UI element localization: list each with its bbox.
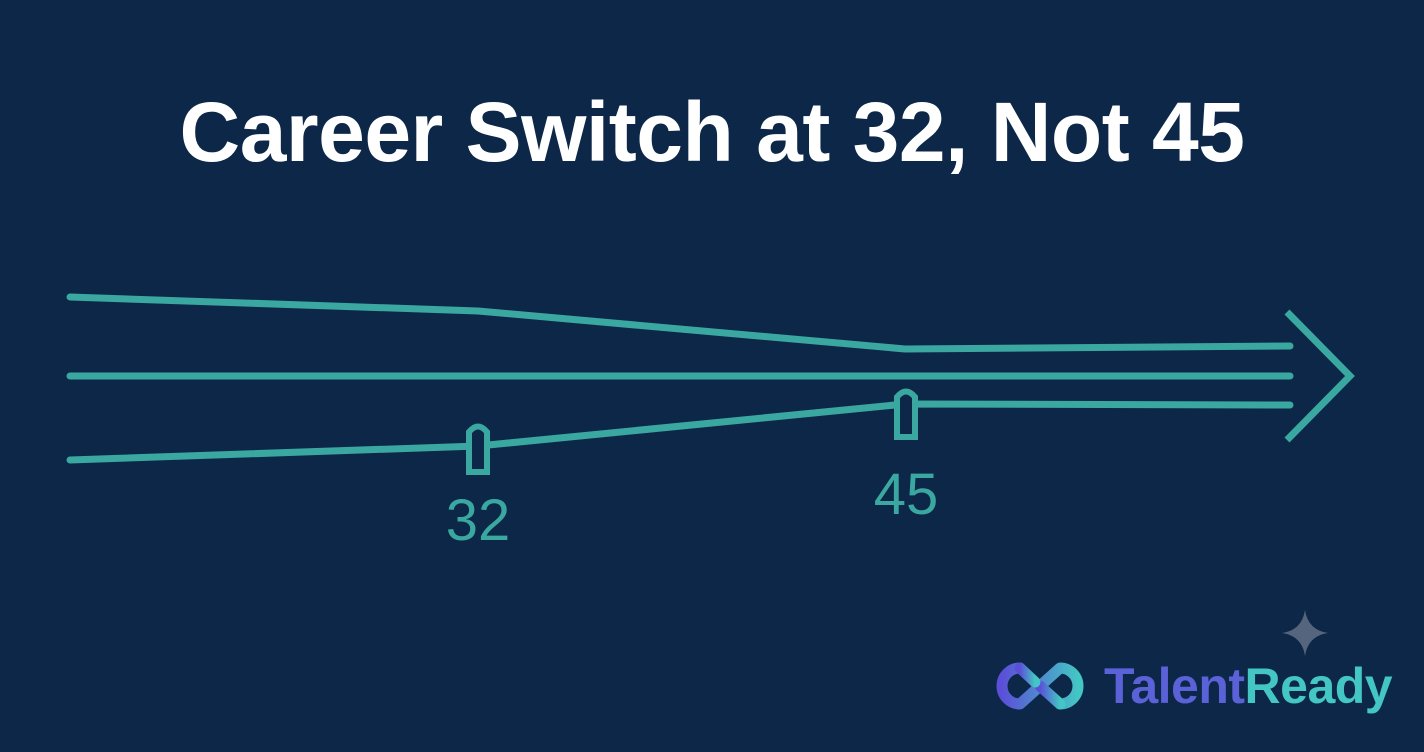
sparkle-icon [1282,610,1328,656]
brand-name-part1: Talent [1104,658,1245,714]
lower-path-line [66,400,1294,464]
brand-logo: TalentReady [990,650,1393,722]
upper-path-line [66,293,1294,353]
milestone-label-32: 32 [446,488,511,553]
arrow-head-icon [1284,309,1355,443]
infinity-link-logo-icon [996,662,1084,710]
milestone-marker-45 [894,388,918,440]
milestone-label-45: 45 [874,462,939,527]
brand-name-part2: Ready [1244,658,1393,714]
milestone-marker-32 [466,423,490,475]
brand-name: TalentReady [1104,657,1393,715]
page-title: Career Switch at 32, Not 45 [179,85,1245,179]
